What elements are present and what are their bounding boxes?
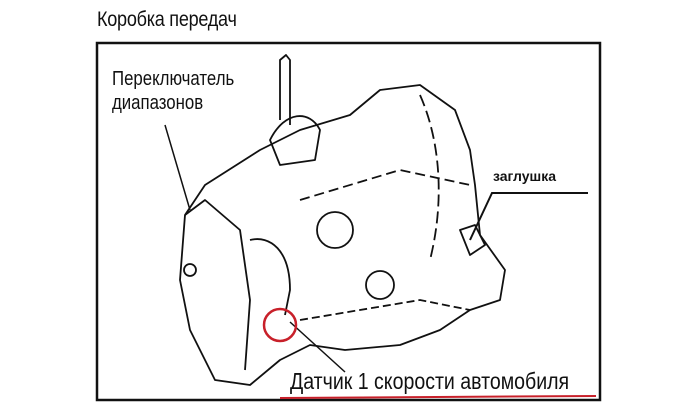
sensor-leader <box>289 321 346 373</box>
diagram-title: Коробка передач <box>97 8 237 31</box>
diagram-frame <box>95 41 602 402</box>
sensor-highlight-circle <box>262 307 298 343</box>
plug-label: заглушка <box>493 168 556 184</box>
range-switch-label-line1: Переключатель <box>112 68 235 90</box>
speed-sensor-label: Датчик 1 скорости автомобиля <box>290 368 570 394</box>
sensor-label-underline <box>279 395 597 399</box>
plug-leader <box>469 192 588 241</box>
range-switch-leader <box>164 124 191 211</box>
range-switch-label-line2: диапазонов <box>112 92 204 114</box>
transmission-outline <box>179 54 506 386</box>
